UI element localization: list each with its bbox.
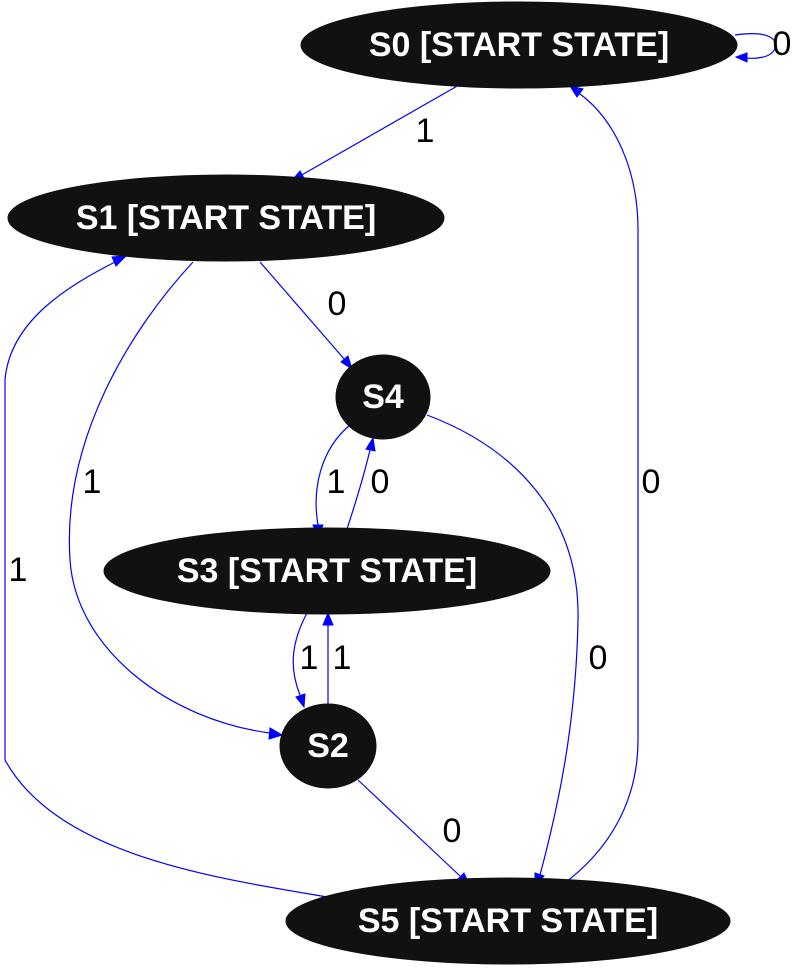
edge-label: 0 bbox=[328, 285, 347, 323]
edge-s4-s3: 1 bbox=[312, 424, 351, 539]
state-label: S3 [START STATE] bbox=[177, 552, 477, 590]
edge-s3-s4: 0 bbox=[344, 436, 390, 536]
state-s1: S1 [START STATE] bbox=[7, 174, 445, 262]
edge-s1-s4: 0 bbox=[259, 261, 353, 371]
state-s5: S5 [START STATE] bbox=[285, 877, 731, 965]
edge-label: 0 bbox=[443, 812, 462, 850]
edge-s0-s1: 1 bbox=[288, 84, 460, 184]
edge-label: 0 bbox=[589, 639, 608, 677]
state-label: S4 bbox=[362, 378, 404, 416]
edge-label: 1 bbox=[300, 639, 319, 677]
state-label: S1 [START STATE] bbox=[76, 199, 376, 237]
edge-s5-s1: 1 bbox=[4, 255, 346, 901]
edge-s2-s3: 1 bbox=[322, 611, 352, 712]
edge-s1-s2: 1 bbox=[68, 261, 284, 740]
state-s3: S3 [START STATE] bbox=[103, 527, 551, 615]
edge-label: 1 bbox=[416, 112, 435, 150]
edge-label: 0 bbox=[371, 463, 390, 501]
edge-label: 0 bbox=[642, 463, 661, 501]
state-label: S0 [START STATE] bbox=[369, 26, 669, 64]
edge-label: 1 bbox=[9, 551, 28, 589]
edge-s2-s5: 0 bbox=[357, 779, 470, 885]
edge-label: 1 bbox=[327, 463, 346, 501]
edge-label: 1 bbox=[83, 463, 102, 501]
state-s2: S2 bbox=[279, 703, 377, 789]
edge-label: 0 bbox=[773, 25, 792, 63]
edge-s5-s0: 0 bbox=[561, 85, 661, 886]
state-label: S5 [START STATE] bbox=[358, 902, 658, 940]
state-label: S2 bbox=[307, 727, 349, 765]
state-s0: S0 [START STATE] bbox=[300, 1, 738, 89]
state-s4: S4 bbox=[335, 354, 431, 440]
edge-s0-s0: 0 bbox=[734, 25, 792, 63]
edge-s3-s2: 1 bbox=[292, 612, 319, 709]
edge-label: 1 bbox=[333, 639, 352, 677]
